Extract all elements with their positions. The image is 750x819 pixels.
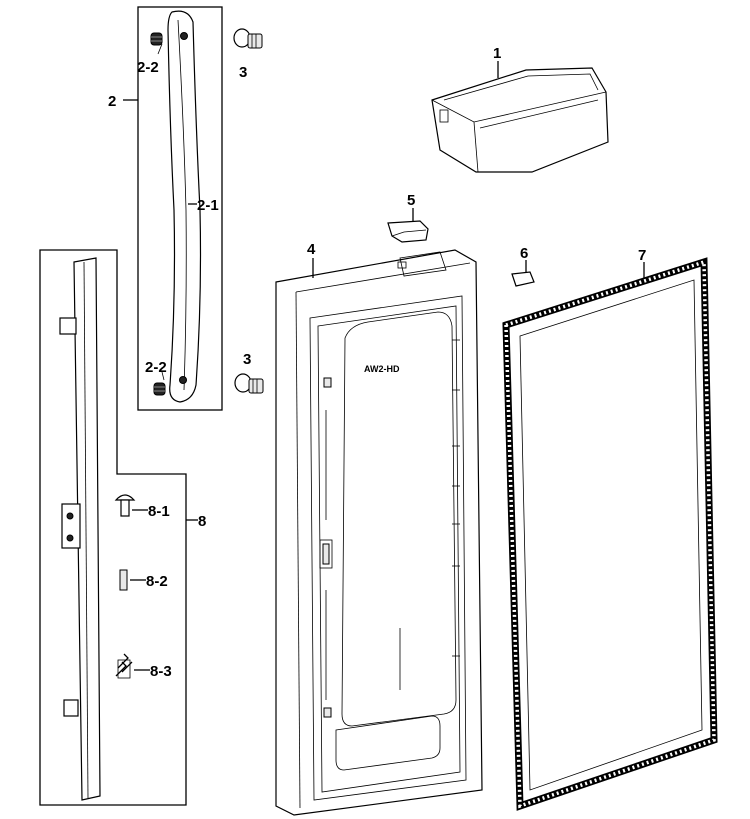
label-part-8-1: 8-1 (148, 503, 170, 520)
label-part-8-2: 8-2 (146, 573, 168, 590)
handle-mount-top (233, 28, 263, 49)
hinge-pin (119, 569, 128, 591)
handle-screw-bottom (153, 382, 166, 396)
label-part-7: 7 (638, 247, 646, 264)
door-clip (511, 271, 535, 287)
label-part-8-3: 8-3 (150, 663, 172, 680)
handle-mount-bottom (234, 373, 264, 394)
label-part-2-2-bottom: 2-2 (145, 359, 167, 376)
label-part-4: 4 (307, 241, 316, 258)
handle-group-box (123, 6, 223, 411)
hinge-group-box (39, 249, 198, 806)
label-part-5: 5 (407, 192, 415, 209)
label-part-2-1: 2-1 (197, 197, 219, 214)
label-part-2: 2 (108, 93, 116, 110)
label-part-3-bottom: 3 (243, 351, 251, 368)
door-inner-liner (275, 249, 483, 816)
handle-screw-top (150, 32, 163, 46)
label-part-6: 6 (520, 245, 528, 262)
label-part-1: 1 (493, 45, 501, 62)
hinge-spring (115, 653, 133, 679)
door-handle (167, 10, 202, 403)
push-rivet (114, 494, 136, 517)
door-gasket (502, 257, 718, 811)
label-part-8: 8 (198, 513, 206, 530)
door-stopper (387, 220, 429, 243)
door-bin (431, 67, 609, 173)
label-part-3-top: 3 (239, 64, 247, 81)
hinge-bar (59, 257, 101, 801)
label-part-2-2-top: 2-2 (137, 59, 159, 76)
door-marking: AW2-HD (364, 364, 400, 374)
